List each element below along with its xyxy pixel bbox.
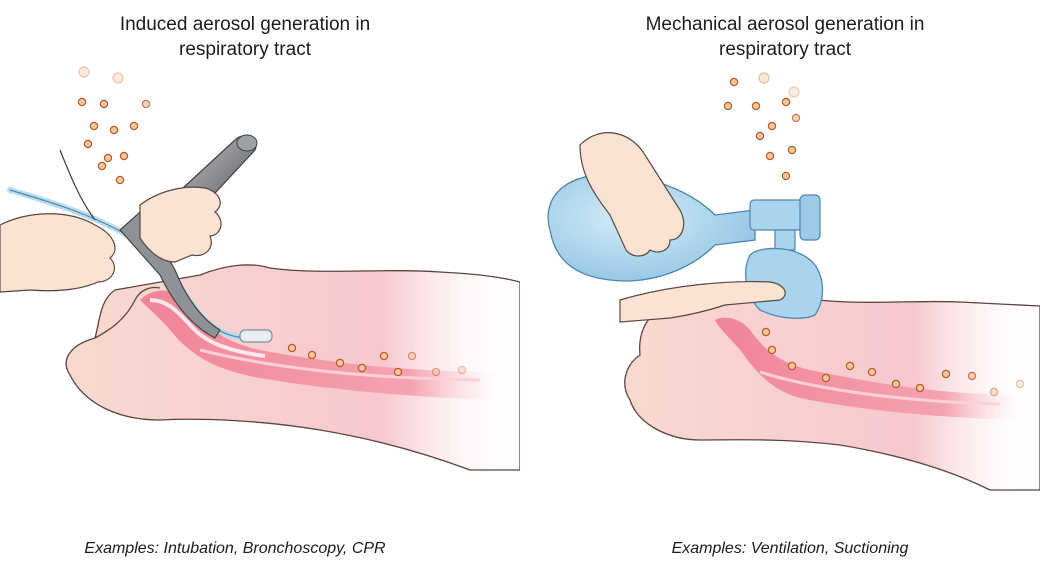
tube-cuff [240,330,272,342]
aerosol-particle [789,87,799,97]
aerosol-particle [78,98,85,105]
aerosol-particles-emitted [78,67,149,184]
aerosol-particles-emitted [724,73,799,180]
aerosol-particle [79,67,89,77]
aerosol-particle [990,388,997,395]
aerosol-particle [90,122,97,129]
aerosol-particle [724,102,731,109]
aerosol-particle [782,98,789,105]
aerosol-particle [104,154,111,161]
panel-mechanical-aerosol: Mechanical aerosol generation in respira… [520,0,1040,563]
intubation-illustration [0,0,520,563]
aerosol-particle [394,368,401,375]
aerosol-particle [782,172,789,179]
hand-right [140,187,221,262]
examples-caption: Examples: Intubation, Bronchoscopy, CPR [0,540,470,558]
aerosol-particle [458,366,465,373]
aerosol-particle [130,122,137,129]
aerosol-particle [868,368,875,375]
hand-left [0,214,115,292]
aerosol-particle [358,364,365,371]
aerosol-particle [968,372,975,379]
aerosol-particle [308,351,315,358]
aerosol-particle [892,380,899,387]
aerosol-particle [730,78,737,85]
aerosol-particle [759,73,769,83]
panel-induced-aerosol: Induced aerosol generation in respirator… [0,0,520,563]
aerosol-particle [116,176,123,183]
aerosol-particle [788,362,795,369]
aerosol-particle [288,344,295,351]
aerosol-particle [142,100,149,107]
aerosol-particle [432,368,439,375]
aerosol-particle [380,352,387,359]
aerosol-particle [84,140,91,147]
aerosol-particle [916,384,923,391]
aerosol-particle [762,328,769,335]
aerosol-particle [756,132,763,139]
aerosol-particle [822,374,829,381]
aerosol-particle [110,126,117,133]
aerosol-particle [98,162,105,169]
aerosol-particle [788,146,795,153]
examples-caption: Examples: Ventilation, Suctioning [555,540,1025,558]
aerosol-particle [768,122,775,129]
aerosol-particle [336,359,343,366]
aerosol-particle [1016,380,1023,387]
aerosol-particle [792,114,799,121]
aerosol-particle [120,152,127,159]
aerosol-particle [408,352,415,359]
aerosol-particle [100,100,107,107]
aerosol-particle [766,152,773,159]
aerosol-particle [846,362,853,369]
ventilation-illustration [520,0,1040,563]
aerosol-particle [942,370,949,377]
aerosol-particle [752,102,759,109]
aerosol-particle [113,73,123,83]
aerosol-particle [768,346,775,353]
